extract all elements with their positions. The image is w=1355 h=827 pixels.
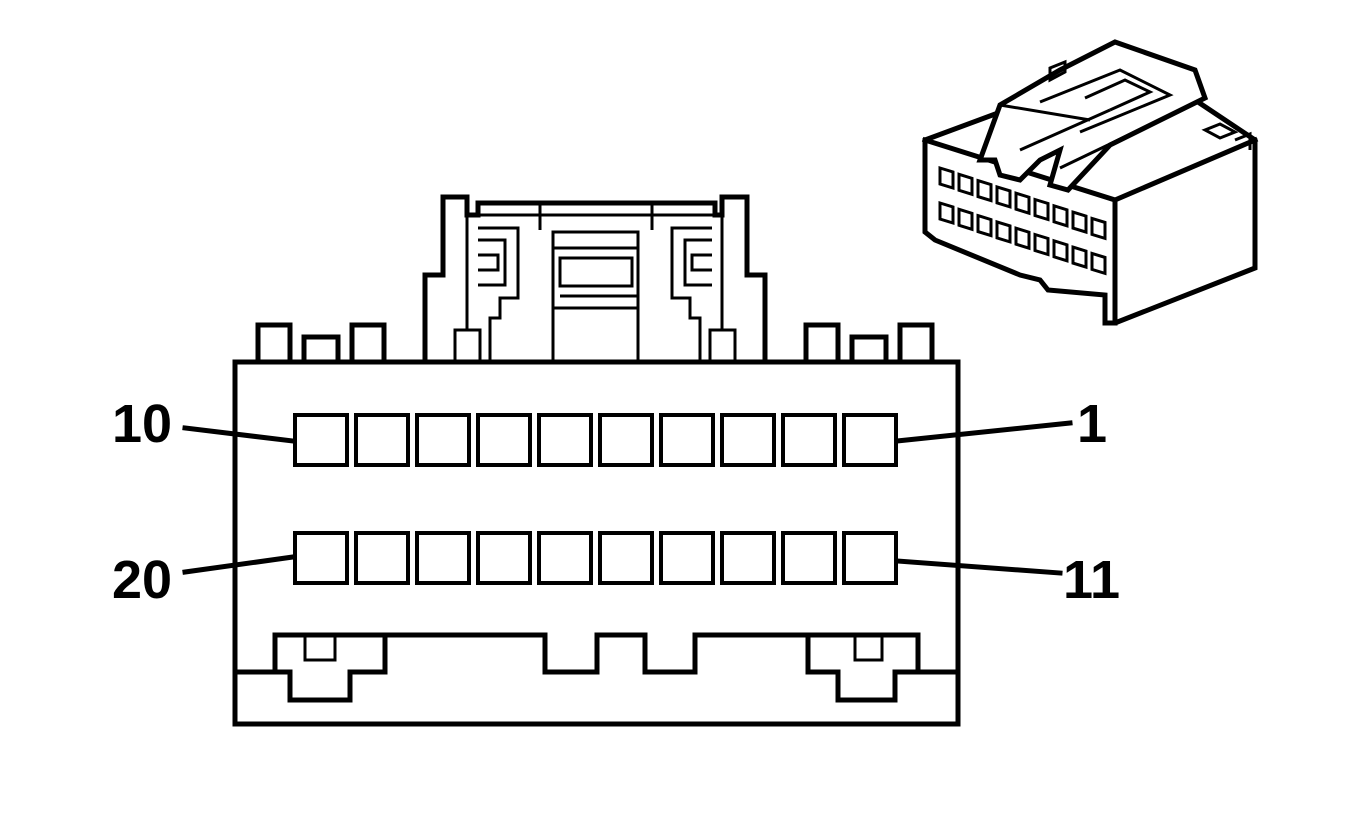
bottom-iso-cavity (1014, 226, 1031, 251)
bottom-iso-cavity (1033, 232, 1050, 257)
bottom-row-cavity (598, 531, 654, 585)
pin-label-1: 1 (1077, 394, 1107, 454)
bottom-iso-cavity (995, 219, 1012, 244)
bottom-iso-cavity (957, 207, 974, 232)
bottom-iso-cavity (976, 213, 993, 238)
top-row-cavity (537, 413, 593, 467)
top-tab-right-3 (897, 322, 935, 365)
bottom-row-cavity (476, 531, 532, 585)
top-tab-left-2 (301, 334, 341, 365)
bottom-row-cavity (415, 531, 471, 585)
top-iso-cavity (995, 184, 1012, 209)
bottom-iso-cavity (1052, 238, 1069, 263)
leader-line-10 (182, 425, 296, 444)
top-iso-cavity (938, 165, 955, 191)
top-row-cavity (354, 413, 410, 467)
top-iso-cavity (1014, 191, 1031, 216)
bottom-keys (232, 632, 961, 703)
bottom-row-cavity (537, 531, 593, 585)
bottom-row-cavity (781, 531, 837, 585)
cavity-row-bottom (293, 531, 898, 585)
top-tab-right-2 (849, 334, 889, 365)
top-tab-right-1 (803, 322, 841, 365)
top-row-cavity (781, 413, 837, 467)
bottom-row-cavity (293, 531, 349, 585)
top-tab-left-1 (255, 322, 293, 365)
latch-tower (422, 194, 768, 365)
leader-line-11 (894, 558, 1063, 576)
leader-line-1 (894, 420, 1073, 444)
pin-label-20: 20 (112, 550, 172, 610)
top-iso-cavity (1052, 203, 1069, 228)
bottom-iso-cavity (1090, 251, 1107, 276)
top-row-cavity (415, 413, 471, 467)
iso-cavity-row-bottom (938, 200, 1107, 276)
top-iso-cavity (957, 172, 974, 197)
bottom-row-cavity (659, 531, 715, 585)
bottom-row-cavity (842, 531, 898, 585)
cavity-row-top (293, 413, 898, 467)
top-row-cavity (476, 413, 532, 467)
bottom-iso-cavity (938, 200, 955, 226)
top-iso-cavity (976, 178, 993, 203)
top-row-cavity (842, 413, 898, 467)
top-iso-cavity (1071, 210, 1088, 235)
top-iso-cavity (1033, 197, 1050, 222)
top-iso-cavity (1090, 216, 1107, 241)
iso-cavity-row-top (938, 165, 1107, 241)
pin-label-10: 10 (112, 394, 172, 454)
top-row-cavity (598, 413, 654, 467)
bottom-iso-cavity (1071, 245, 1088, 270)
leader-line-20 (182, 554, 296, 575)
top-row-cavity (659, 413, 715, 467)
bottom-row-cavity (354, 531, 410, 585)
pin-label-11: 11 (1063, 550, 1120, 610)
bottom-row-cavity (720, 531, 776, 585)
connector-isometric-view (921, 39, 1259, 326)
top-row-cavity (720, 413, 776, 467)
top-tab-left-3 (349, 322, 387, 365)
connector-face (232, 194, 961, 727)
top-row-cavity (293, 413, 349, 467)
